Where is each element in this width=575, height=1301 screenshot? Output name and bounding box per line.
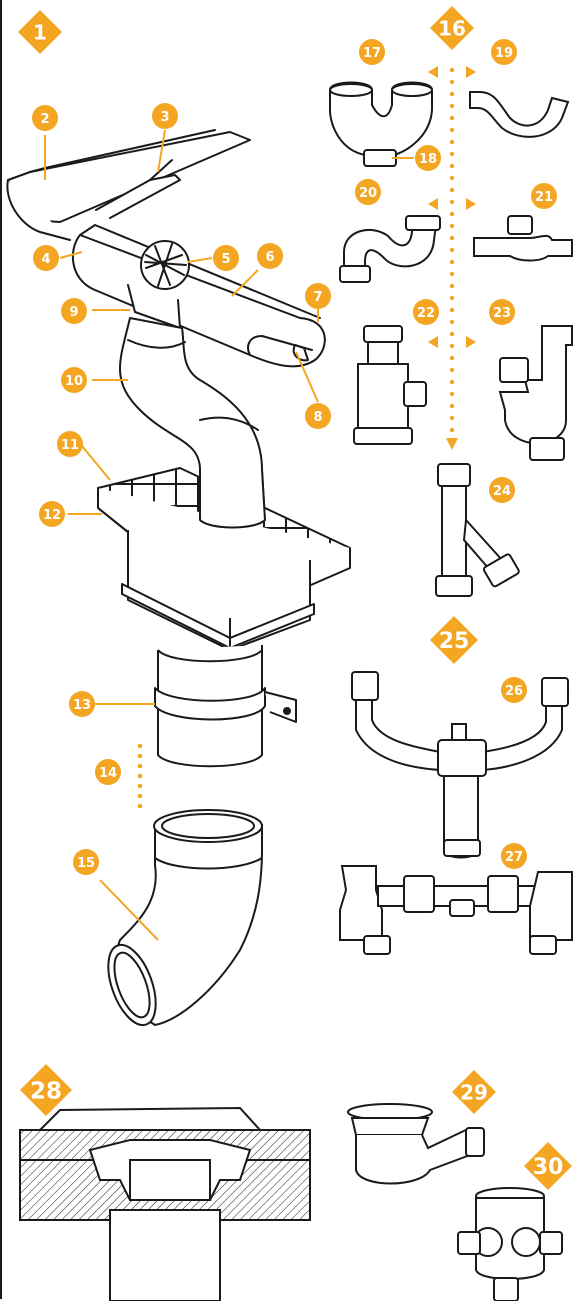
callout-20: 20 bbox=[355, 179, 381, 205]
callout-label: 17 bbox=[363, 46, 381, 61]
callout-label: 4 bbox=[41, 252, 50, 267]
callout-8: 8 bbox=[305, 403, 331, 429]
section-marker-label: 30 bbox=[533, 1155, 564, 1180]
callout-label: 20 bbox=[359, 186, 377, 201]
callout-label: 13 bbox=[73, 698, 91, 713]
callout-label: 22 bbox=[417, 306, 435, 321]
callout-3: 3 bbox=[152, 103, 178, 129]
callout-15: 15 bbox=[73, 849, 99, 875]
callout-9: 9 bbox=[61, 298, 87, 324]
section-marker-1: 1 bbox=[18, 10, 62, 54]
section-marker-29: 29 bbox=[452, 1070, 496, 1114]
arrow-line bbox=[428, 66, 476, 450]
section-marker-label: 29 bbox=[460, 1080, 488, 1104]
callout-6: 6 bbox=[257, 243, 283, 269]
section-marker-25: 25 bbox=[430, 616, 478, 664]
section-marker-16: 16 bbox=[430, 6, 474, 50]
pipe-bend-icon bbox=[99, 810, 262, 1031]
callout-label: 12 bbox=[43, 508, 61, 523]
callout-19: 19 bbox=[491, 39, 517, 65]
callout-label: 23 bbox=[493, 306, 511, 321]
callout-label: 11 bbox=[61, 438, 79, 453]
callout-label: 27 bbox=[505, 850, 523, 865]
callout-5: 5 bbox=[213, 245, 239, 271]
callout-2: 2 bbox=[32, 105, 58, 131]
callout-24: 24 bbox=[489, 477, 515, 503]
gutter-assembly-icon bbox=[7, 130, 324, 520]
callout-label: 21 bbox=[535, 190, 553, 205]
callout-14: 14 bbox=[95, 759, 121, 785]
callout-22: 22 bbox=[413, 299, 439, 325]
callout-label: 24 bbox=[493, 484, 511, 499]
callout-11: 11 bbox=[57, 431, 83, 457]
callout-7: 7 bbox=[305, 283, 331, 309]
callout-label: 19 bbox=[495, 46, 513, 61]
section-marker-30: 30 bbox=[524, 1142, 572, 1190]
callout-21: 21 bbox=[531, 183, 557, 209]
callout-18: 18 bbox=[415, 145, 441, 171]
callout-17: 17 bbox=[359, 39, 385, 65]
callout-label: 10 bbox=[65, 374, 83, 389]
section-marker-label: 25 bbox=[439, 629, 470, 654]
callout-23: 23 bbox=[489, 299, 515, 325]
callout-label: 6 bbox=[265, 250, 274, 265]
callout-label: 18 bbox=[419, 152, 437, 167]
dotted-connector bbox=[138, 744, 143, 809]
callout-label: 3 bbox=[160, 110, 169, 125]
section-marker-label: 16 bbox=[438, 16, 466, 40]
callout-label: 26 bbox=[505, 684, 523, 699]
callout-label: 15 bbox=[77, 856, 95, 871]
section-marker-label: 28 bbox=[30, 1079, 62, 1105]
section-marker-label: 1 bbox=[33, 20, 47, 44]
callout-13: 13 bbox=[69, 691, 95, 717]
gutter-grate-icon bbox=[98, 468, 350, 766]
callout-26: 26 bbox=[501, 677, 527, 703]
callout-label: 14 bbox=[99, 766, 117, 781]
multi-inlet-trap-icon bbox=[458, 1188, 562, 1301]
bottle-trap-icon bbox=[354, 326, 572, 460]
callout-label: 9 bbox=[69, 305, 78, 320]
callout-label: 2 bbox=[40, 112, 49, 127]
callout-4: 4 bbox=[33, 245, 59, 271]
callout-label: 7 bbox=[313, 290, 322, 305]
callout-12: 12 bbox=[39, 501, 65, 527]
callout-label: 5 bbox=[221, 252, 230, 267]
double-sink-trap-icon bbox=[340, 672, 572, 954]
callout-27: 27 bbox=[501, 843, 527, 869]
shower-trap-icon bbox=[348, 1104, 484, 1184]
section-marker-28: 28 bbox=[20, 1064, 72, 1116]
callout-10: 10 bbox=[61, 367, 87, 393]
floor-drain-icon bbox=[20, 1108, 310, 1301]
callout-label: 8 bbox=[313, 410, 322, 425]
